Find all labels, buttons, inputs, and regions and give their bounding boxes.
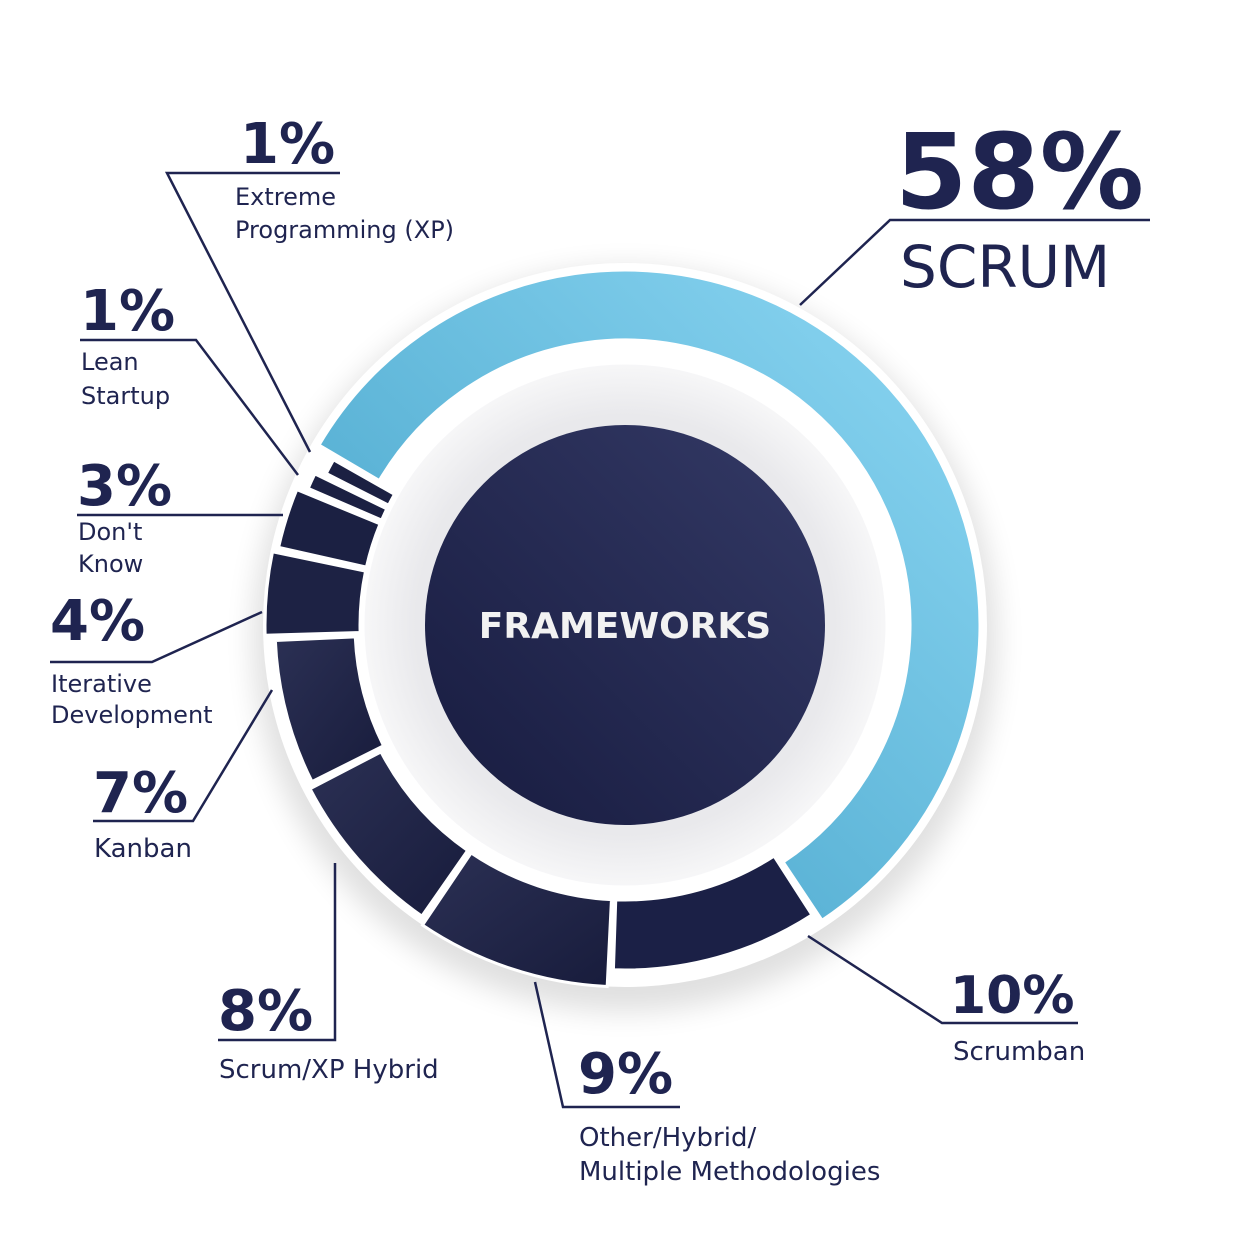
slice-kanban <box>273 635 386 784</box>
leader-line-kanban <box>93 689 274 823</box>
slice-lean-startup <box>306 471 389 523</box>
leader-line-scrumban <box>807 934 1078 1025</box>
category-label-iterative-development-line-2: Development <box>51 701 213 729</box>
category-label-kanban: Kanban <box>94 834 192 864</box>
category-label-don-t-know-line-2: Know <box>78 550 143 578</box>
pct-label-scrum-xp-hybrid: 8% <box>218 979 313 1044</box>
slice-don-t-know <box>276 487 382 569</box>
pct-label-lean-startup: 1% <box>80 279 175 344</box>
category-label-scrum-xp-hybrid: Scrum/XP Hybrid <box>219 1055 439 1085</box>
slice-iterative-development <box>263 550 368 637</box>
pct-label-iterative-development: 4% <box>50 589 145 654</box>
slice-scrumban <box>611 854 815 972</box>
category-label-scrumban: Scrumban <box>953 1037 1085 1067</box>
category-label-iterative-development-line-1: Iterative <box>51 670 152 698</box>
leader-line-extreme-programming-xp <box>164 171 340 453</box>
leader-line-scrum <box>799 218 1150 306</box>
leader-line-lean-startup <box>80 338 299 476</box>
donut-slices <box>263 268 982 989</box>
category-label-other-hybrid-multiple-methodologies-line-2: Multiple Methodologies <box>579 1157 880 1187</box>
slice-scrum <box>316 268 982 923</box>
pct-label-extreme-programming-xp: 1% <box>240 112 335 177</box>
category-label-extreme-programming-xp-line-1: Extreme <box>235 183 336 211</box>
pct-label-other-hybrid-multiple-methodologies: 9% <box>578 1042 673 1107</box>
category-label-lean-startup-line-2: Startup <box>81 382 170 410</box>
leader-line-scrum-xp-hybrid <box>218 863 337 1042</box>
category-label-lean-startup-line-1: Lean <box>81 348 139 376</box>
pct-label-scrum: 58% <box>895 111 1144 233</box>
chart-title: FRAMEWORKS <box>479 606 771 647</box>
slice-scrum-xp-hybrid <box>308 749 470 919</box>
center-disc <box>425 425 825 825</box>
category-label-other-hybrid-multiple-methodologies-line-1: Other/Hybrid/ <box>579 1123 756 1153</box>
category-label-don-t-know-line-1: Don't <box>78 518 142 546</box>
slice-extreme-programming-xp <box>324 457 397 508</box>
leader-line-other-hybrid-multiple-methodologies <box>533 981 680 1109</box>
pct-label-don-t-know: 3% <box>77 454 172 519</box>
slice-labels: 58%SCRUM 10% Scrumban 9% Other/Hybrid/Multip… <box>50 111 1144 1187</box>
pct-label-kanban: 7% <box>93 761 188 826</box>
category-label-scrum: SCRUM <box>900 233 1110 301</box>
leader-line-iterative-development <box>50 610 263 664</box>
leader-lines <box>50 171 1150 1109</box>
inner-ring-edge <box>361 361 889 889</box>
pct-label-scrumban: 10% <box>950 966 1074 1026</box>
slice-other-hybrid-multiple-methodologies <box>420 850 614 989</box>
category-label-extreme-programming-xp-line-2: Programming (XP) <box>235 216 454 244</box>
